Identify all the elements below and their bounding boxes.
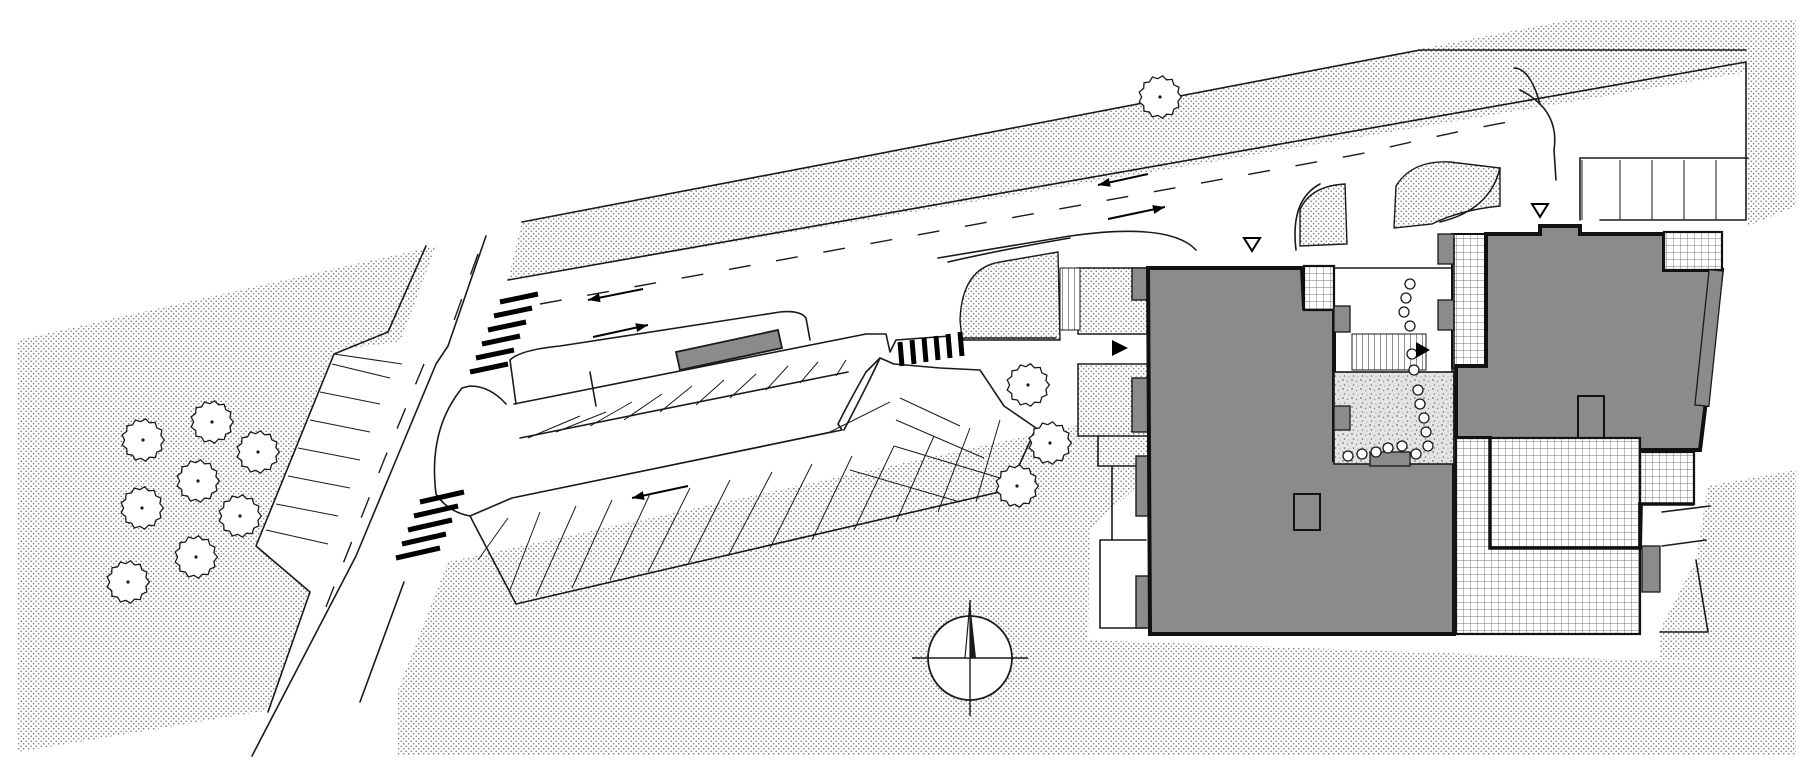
entrance-markers (1112, 203, 1550, 358)
arrow-icon (592, 323, 649, 338)
crosswalk-north (469, 291, 539, 375)
tree-canopy-icon (995, 463, 1040, 509)
parking-stalls-northeast (1581, 160, 1717, 220)
road-outline-north (507, 61, 1747, 281)
arrow-icon (1097, 173, 1149, 187)
tree-canopy-icon (174, 534, 219, 580)
tree-canopy-icon (120, 485, 165, 531)
round-planter-b (1393, 161, 1501, 229)
tree-canopy-icon (121, 417, 166, 463)
south-green-strip (398, 422, 1796, 755)
arrow-icon (1107, 205, 1166, 220)
round-planter-a (1299, 183, 1348, 247)
stippled-landscape (18, 20, 1796, 755)
lane-divider-north (539, 119, 1521, 305)
triangle-right-icon (1416, 342, 1430, 358)
entry-steps-west (1059, 267, 1081, 331)
arrow-icon (587, 288, 644, 303)
tree-canopy-icon (176, 458, 221, 504)
tree-canopy-icon (190, 399, 235, 445)
tree-canopy-icon (236, 429, 281, 475)
tree-canopy-icon (106, 559, 151, 605)
arrow-icon (631, 485, 689, 500)
traffic-arrows (587, 173, 1166, 500)
bus-shelter (674, 328, 784, 372)
median-island (509, 310, 811, 405)
tree-canopy-icon (1138, 74, 1183, 120)
parking-lot-outline (469, 357, 1037, 605)
building-a-roof-hatch (1293, 493, 1321, 531)
north-green-strip (508, 20, 1796, 280)
building-complex (1059, 224, 1725, 636)
tree-canopy-icon (1028, 420, 1073, 466)
cross-street-east-edge (251, 235, 487, 757)
parking-stalls-west (265, 353, 403, 545)
west-green-area (18, 246, 436, 752)
triangle-down-icon (1242, 237, 1262, 253)
road-edge-inner (521, 49, 1747, 223)
cross-street-west-edge (255, 245, 427, 713)
road-network (251, 49, 1749, 757)
triangle-down-icon (1530, 203, 1550, 219)
courtyard-gravel (1333, 371, 1455, 465)
tree-canopy-icon (1006, 362, 1051, 408)
stepping-stones (1342, 278, 1434, 462)
crosswalk-south (395, 489, 465, 561)
compass-north-arrow-icon (912, 600, 1028, 716)
terrace-grid-south (1454, 436, 1642, 636)
crosswalk-east (897, 331, 965, 367)
east-green-strip (1660, 470, 1796, 666)
planter-c (959, 251, 1061, 341)
triangle-right-icon (1112, 340, 1128, 356)
tree-group (106, 74, 1183, 605)
tree-canopy-icon (218, 493, 263, 539)
parking-stalls-angled (477, 359, 1001, 597)
